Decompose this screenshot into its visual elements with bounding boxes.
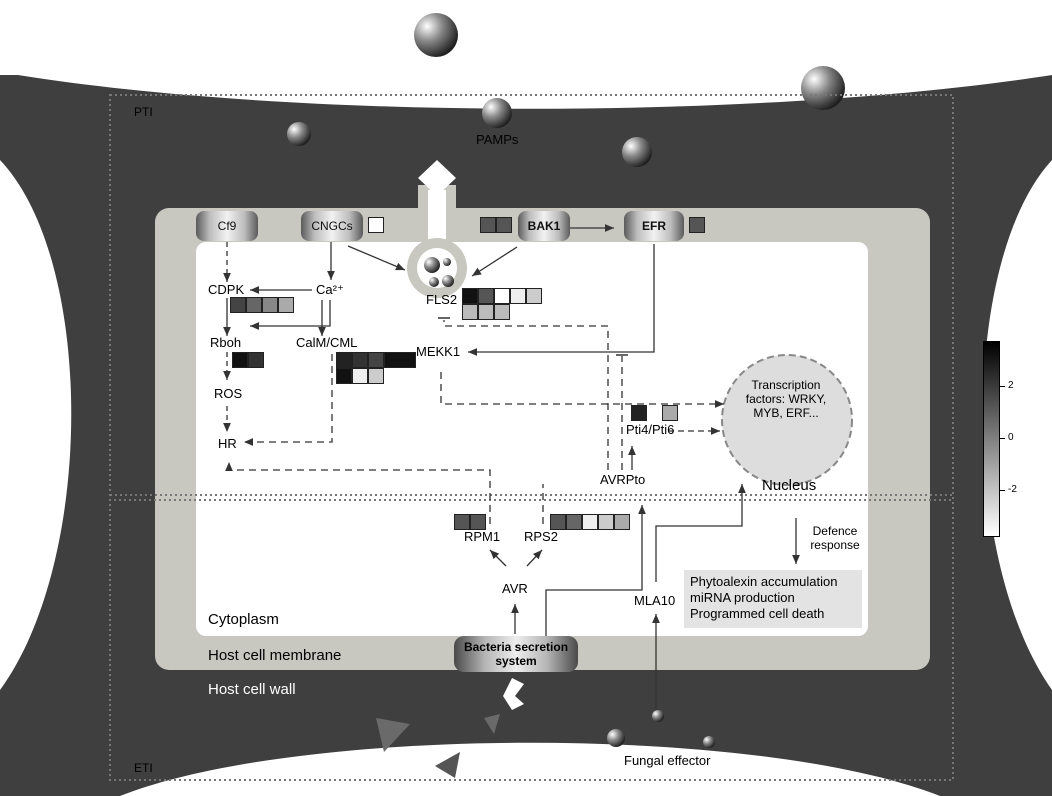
colorbar-tick-label: 2 [1008, 380, 1014, 391]
heatmap-cell [384, 352, 416, 368]
heatmap-cell [336, 368, 352, 384]
defence-response-label: Defence response [804, 524, 866, 552]
mla10-label: MLA10 [634, 594, 675, 608]
avrpto-label: AVRPto [600, 473, 645, 487]
heatmap-cell [480, 217, 496, 233]
ros-label: ROS [214, 387, 242, 401]
wall-label: Host cell wall [208, 682, 296, 698]
efr-receptor: EFR [624, 211, 684, 241]
heatmap-cell [631, 405, 647, 421]
heatmap-cell [494, 288, 510, 304]
heatmap-cell [248, 352, 264, 368]
heatmap-cell [662, 405, 678, 421]
hr-label: HR [218, 437, 237, 451]
heatmap-cell [454, 514, 470, 530]
ca-label: Ca²⁺ [316, 283, 344, 297]
colorbar-tick-label: -2 [1008, 484, 1017, 495]
heatmap-cell [494, 304, 510, 320]
heatmap-cell [470, 514, 486, 530]
colorbar-tick [1000, 386, 1005, 387]
nucleus [722, 355, 852, 485]
transcription-factors-label: Transcription factors: WRKY, MYB, ERF... [736, 378, 836, 420]
heatmap-cell [246, 297, 262, 313]
fls2-label: FLS2 [426, 293, 457, 307]
heatmap-cell [614, 514, 630, 530]
pamp-ball [801, 66, 845, 110]
bacteria-secretion-system: Bacteria secretion system [454, 636, 578, 672]
heatmap-cell [462, 288, 478, 304]
pamp-ball [482, 98, 512, 128]
nucleus-label: Nucleus [762, 478, 816, 494]
heatmap-cell [278, 297, 294, 313]
effector-triangle [435, 752, 460, 778]
pamp-ball [414, 13, 458, 57]
heatmap-cell [352, 368, 368, 384]
colorbar [983, 341, 1000, 537]
colorbar-tick [1000, 490, 1005, 491]
heatmap-cell [550, 514, 566, 530]
calm-label: CalM/CML [296, 336, 357, 350]
heatmap-cell [566, 514, 582, 530]
heatmap-cell [352, 352, 368, 368]
rps2-label: RPS2 [524, 530, 558, 544]
heatmap-cell [598, 514, 614, 530]
heatmap-cell [336, 352, 352, 368]
avr-label: AVR [502, 582, 528, 596]
heatmap-cell [510, 288, 526, 304]
cngcs-receptor: CNGCs [301, 211, 363, 241]
cf9-receptor: Cf9 [196, 211, 258, 241]
cdpk-label: CDPK [208, 283, 244, 297]
colorbar-tick [1000, 438, 1005, 439]
output-item: Phytoalexin accumulation [690, 574, 856, 590]
pamps-label: PAMPs [476, 133, 518, 147]
pti46-label: Pti4/Pti6 [626, 423, 674, 437]
heatmap-cell [526, 288, 542, 304]
heatmap-cell [496, 217, 512, 233]
colorbar-tick-label: 0 [1008, 432, 1014, 443]
fungal-ball [607, 729, 625, 747]
eti-label: ETI [134, 762, 153, 775]
pti-label: PTI [134, 106, 153, 119]
bak1-receptor: BAK1 [518, 211, 570, 241]
heatmap-cell [368, 352, 384, 368]
rboh-label: Rboh [210, 336, 241, 350]
heatmap-cell [478, 288, 494, 304]
output-box: Phytoalexin accumulation miRNA productio… [684, 570, 862, 628]
output-item: miRNA production [690, 590, 856, 606]
pamp-ball [622, 137, 652, 167]
heatmap-cell [689, 217, 705, 233]
heatmap-cell [478, 304, 494, 320]
heatmap-cell [462, 304, 478, 320]
fungal-effector-label: Fungal effector [624, 754, 710, 768]
heatmap-cell [368, 368, 384, 384]
mekk1-label: MEKK1 [416, 345, 460, 359]
membrane-label: Host cell membrane [208, 648, 341, 664]
heatmap-cell [230, 297, 246, 313]
cytoplasm-label: Cytoplasm [208, 612, 279, 628]
fungal-ball [652, 710, 664, 722]
heatmap-cell [232, 352, 248, 368]
fungal-ball [703, 736, 715, 748]
heatmap-cell [582, 514, 598, 530]
heatmap-cell [262, 297, 278, 313]
heatmap-cell [368, 217, 384, 233]
pamp-ball [287, 122, 311, 146]
output-item: Programmed cell death [690, 606, 856, 622]
rpm1-label: RPM1 [464, 530, 500, 544]
